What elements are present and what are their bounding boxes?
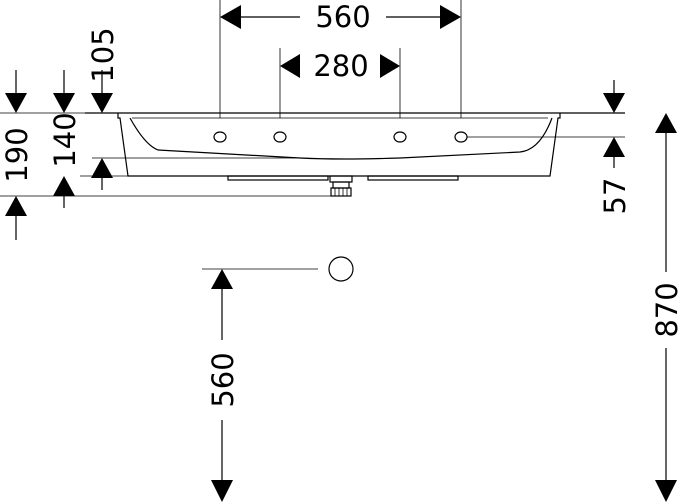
waste-outlet-icon: [328, 256, 354, 282]
dim-label-560-top: 560: [315, 0, 370, 34]
dim-label-190: 190: [0, 127, 34, 182]
arrow-up-icon: [655, 113, 677, 133]
arrow-down-icon: [53, 93, 75, 113]
arrow-down-icon: [655, 480, 677, 502]
tap-hole-icon: [393, 131, 407, 143]
arrow-up-icon: [603, 137, 625, 157]
dim-57: 57: [598, 80, 632, 214]
dim-560-lower: 560: [202, 256, 354, 502]
tap-hole-icon: [273, 131, 287, 143]
arrow-left-icon: [220, 5, 241, 29]
arrow-right-icon: [380, 54, 400, 78]
dim-label-870: 870: [650, 282, 684, 337]
dim-left-group: 190 140 105: [0, 27, 332, 240]
arrow-left-icon: [280, 54, 300, 78]
dim-280: 280: [279, 48, 401, 118]
arrow-down-icon: [211, 480, 233, 502]
dim-560-top: 560: [219, 0, 462, 118]
arrow-up-icon: [91, 158, 113, 178]
tap-hole-icon: [213, 131, 227, 143]
dim-label-560-lower: 560: [206, 352, 240, 407]
dim-870: 870: [650, 113, 684, 502]
arrow-up-icon: [5, 196, 27, 216]
arrow-right-icon: [440, 5, 461, 29]
tap-hole-icon: [454, 131, 468, 143]
arrow-up-icon: [211, 269, 233, 289]
dim-label-280: 280: [313, 49, 368, 83]
dim-label-57: 57: [598, 178, 632, 215]
arrow-down-icon: [603, 93, 625, 113]
dim-label-140: 140: [48, 112, 82, 167]
washbasin-outline: [85, 112, 625, 197]
arrow-up-icon: [53, 176, 75, 196]
arrow-down-icon: [91, 93, 113, 113]
arrow-down-icon: [5, 93, 27, 113]
dim-label-105: 105: [86, 27, 120, 82]
drain-icon: [329, 175, 353, 197]
